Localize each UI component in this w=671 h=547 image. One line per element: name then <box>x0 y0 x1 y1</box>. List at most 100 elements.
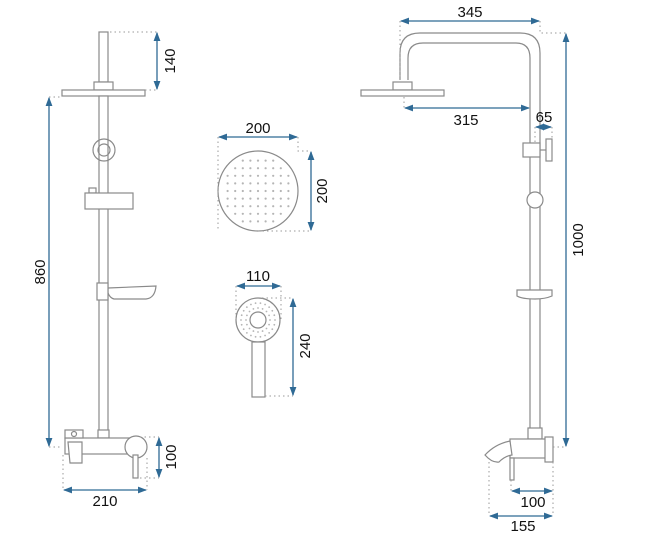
nozzle-dot <box>241 220 244 223</box>
nozzle-dot <box>256 212 260 215</box>
nozzle-dot <box>264 182 267 185</box>
nozzle-dot <box>279 205 282 208</box>
nozzle-dot <box>245 331 248 334</box>
nozzle-dot <box>279 174 282 177</box>
nozzle-dot <box>250 334 252 337</box>
dimension-label-140: 140 <box>162 48 179 73</box>
nozzle-dot <box>241 189 244 193</box>
hand-shower-head <box>235 297 281 343</box>
nozzle-dot <box>254 335 257 338</box>
nozzle-dot <box>271 328 274 331</box>
nozzle-dot <box>249 205 252 208</box>
dimension-label-100-left: 100 <box>163 444 180 469</box>
nozzle-dot <box>256 182 260 185</box>
hand-shower-nozzles <box>240 302 276 338</box>
nozzle-dot <box>279 212 282 215</box>
nozzle-dot <box>241 205 244 208</box>
nozzle-dot <box>249 182 252 185</box>
nozzle-dot <box>264 205 267 208</box>
dimension-label-200-width: 200 <box>245 120 270 137</box>
dimension-label-315: 315 <box>453 112 478 129</box>
nozzle-dot <box>279 167 282 170</box>
nozzle-dot <box>272 167 275 170</box>
nozzle-dot <box>241 159 244 162</box>
rain-head-side <box>61 89 146 97</box>
nozzle-dot <box>241 197 244 200</box>
nozzle-dot <box>265 310 268 313</box>
nozzle-dot <box>249 212 252 215</box>
nozzle-dot <box>245 306 248 309</box>
nozzle-dot <box>287 189 290 193</box>
nozzle-dot <box>287 182 290 185</box>
nozzle-dot <box>234 182 237 185</box>
slider-ring-inner <box>97 143 111 157</box>
nozzle-dot <box>272 159 275 162</box>
soap-dish-clamp <box>96 282 109 301</box>
head-collar-right <box>392 81 413 91</box>
mixer-lever-right <box>509 457 515 481</box>
dimension-label-240: 240 <box>297 333 314 358</box>
mixer-lever <box>132 454 139 479</box>
head-collar <box>93 81 114 91</box>
nozzle-dot <box>226 182 229 185</box>
nozzle-dot <box>279 197 282 200</box>
nozzle-dot <box>272 205 275 208</box>
nozzle-dot <box>279 189 282 193</box>
nozzle-dot <box>265 327 268 330</box>
nozzle-dot <box>256 220 260 223</box>
nozzle-dot <box>271 309 274 312</box>
soap-dish-right <box>516 289 553 300</box>
head-arm <box>98 31 109 83</box>
dimension-label-100-right: 100 <box>520 494 545 511</box>
nozzle-dot <box>257 331 259 333</box>
nozzle-dot <box>264 189 267 193</box>
nozzle-dot <box>241 174 244 177</box>
dimension-label-155: 155 <box>510 518 535 535</box>
nozzle-dot <box>249 189 252 193</box>
dimension-label-200-depth: 200 <box>314 178 331 203</box>
nozzle-dot <box>226 205 229 208</box>
dimension-label-65: 65 <box>536 109 553 126</box>
nozzle-dot <box>264 167 267 170</box>
nozzle-dot <box>264 220 267 223</box>
nozzle-dot <box>249 220 252 223</box>
nozzle-dot <box>256 197 260 200</box>
rain-head-top-view: 200 200 <box>217 120 331 232</box>
nozzle-dot <box>234 205 237 208</box>
nozzle-dot <box>241 212 244 215</box>
nozzle-dot <box>264 334 266 337</box>
rail-collar-right <box>527 427 543 440</box>
shower-arm-inner <box>407 42 531 432</box>
dimension-label-860: 860 <box>32 259 49 284</box>
mixer-body-right <box>509 438 549 459</box>
nozzle-dot <box>273 314 276 317</box>
nozzle-dot <box>269 319 271 321</box>
nozzle-dot <box>264 159 267 162</box>
nozzle-dot <box>246 314 248 317</box>
right-side-view: 345 315 65 1000 100 155 <box>360 4 587 535</box>
nozzle-dot <box>287 197 290 200</box>
nozzle-dot <box>264 174 267 177</box>
nozzle-dot <box>241 182 244 185</box>
slider-ring-right <box>526 191 544 209</box>
nozzle-dot <box>272 212 275 215</box>
shower-arm-outer <box>399 32 541 432</box>
nozzle-dot <box>261 308 264 310</box>
rail-pipe <box>98 95 109 433</box>
nozzle-dot <box>268 306 271 309</box>
nozzle-dot <box>249 197 252 200</box>
nozzle-dot <box>264 197 267 200</box>
nozzle-dot <box>254 302 257 305</box>
hand-shower-handle <box>251 341 266 398</box>
nozzle-dot <box>274 319 276 321</box>
nozzle-dot <box>252 308 255 310</box>
mixer-spout <box>67 441 83 464</box>
nozzle-dot <box>272 197 275 200</box>
nozzle-dot <box>234 189 237 193</box>
hand-shower-view: 110 240 <box>235 268 314 398</box>
nozzle-dot <box>249 159 252 162</box>
nozzle-dot <box>268 323 270 326</box>
nozzle-dot <box>234 197 237 200</box>
nozzle-dot <box>256 167 260 170</box>
nozzle-dot <box>272 174 275 177</box>
